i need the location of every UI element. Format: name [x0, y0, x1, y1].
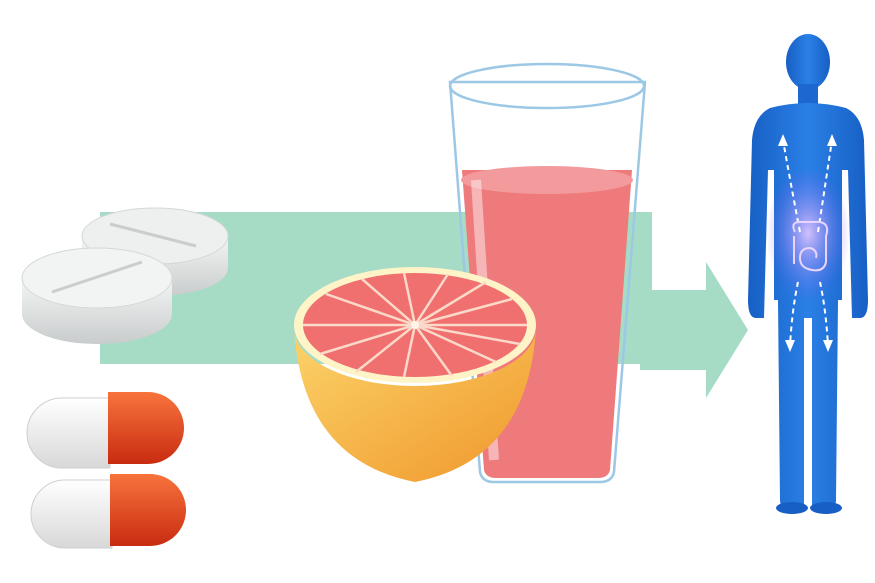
intestine-icon	[792, 221, 829, 272]
tablet-pills-icon	[21, 207, 229, 344]
grapefruit-half-icon	[294, 267, 536, 482]
capsule-icon	[26, 392, 186, 549]
human-body-icon	[748, 34, 868, 514]
